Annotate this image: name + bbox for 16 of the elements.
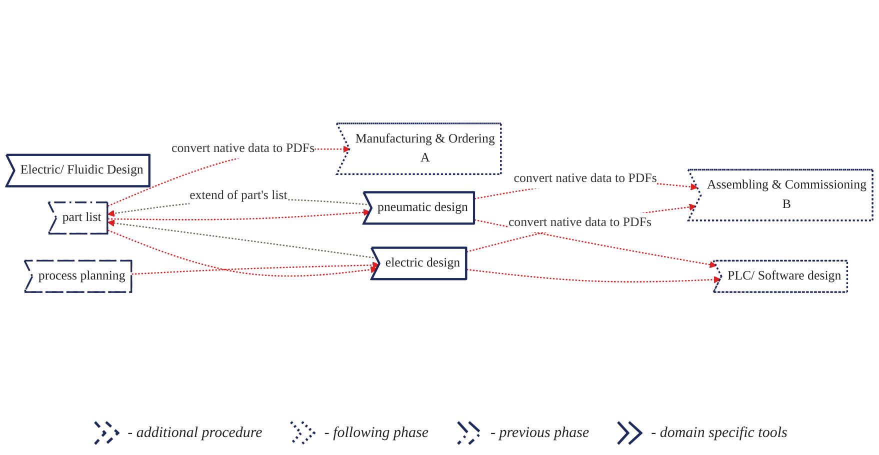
legend-text: - domain specific tools [651,424,788,442]
legend-text: - additional procedure [128,424,262,442]
edge-label: convert native data to PDFs [508,215,652,229]
legend-text: - previous phase [490,424,590,442]
edge-label: convert native data to PDFs [514,172,657,186]
arrow [108,145,350,206]
arrow [466,268,721,283]
arrow [474,218,717,268]
arrow [107,219,377,259]
arrow [132,261,380,275]
edge-label: extend of part's list [190,188,288,202]
arrow [466,203,696,252]
edge-label: convert native data to PDFs [172,141,315,155]
arrow [108,208,370,220]
arrow [108,229,378,276]
legend-text: - following phase [324,424,429,442]
